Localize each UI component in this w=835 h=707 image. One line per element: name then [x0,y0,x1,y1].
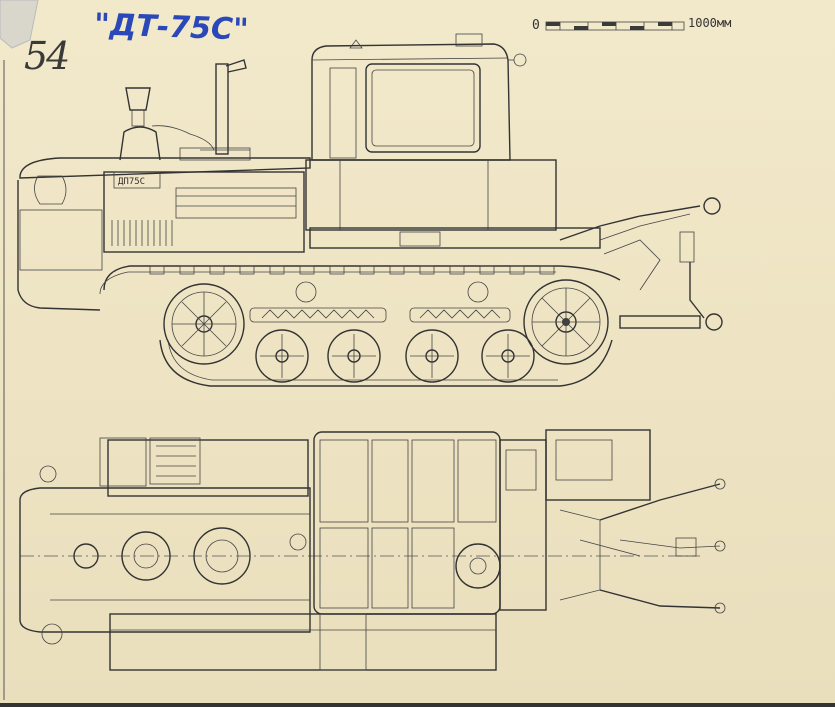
top-wheels [73,527,307,585]
track-links-upper [149,265,555,275]
rear-hitch [559,197,723,331]
hood-badge: ДП75С [118,177,145,187]
drive-sprocket [523,279,609,365]
air-cleaner [119,87,251,161]
support-rollers [295,281,489,303]
scale-end-label: 1000мм [688,16,732,30]
cab-roof [313,431,501,615]
top-track-right [109,613,497,671]
page-number: 54 [24,34,70,78]
side-view: ДП75С [17,33,723,387]
top-track-left [107,439,309,497]
top-view [19,429,726,671]
rear-hitch-top [559,478,726,614]
hull-outline [19,487,311,633]
road-wheels [255,329,535,383]
track-lower [159,339,613,387]
control-lever [200,59,250,155]
idler-wheel [163,283,245,365]
track-upper [103,265,621,291]
scale-start-label: 0 [532,18,540,33]
torn-corner [0,0,39,49]
engine-hood: ДП75С [17,157,601,311]
rear-housing [499,439,547,611]
scale-bar [545,21,685,31]
cab [311,33,527,161]
suspension-springs [249,307,511,323]
